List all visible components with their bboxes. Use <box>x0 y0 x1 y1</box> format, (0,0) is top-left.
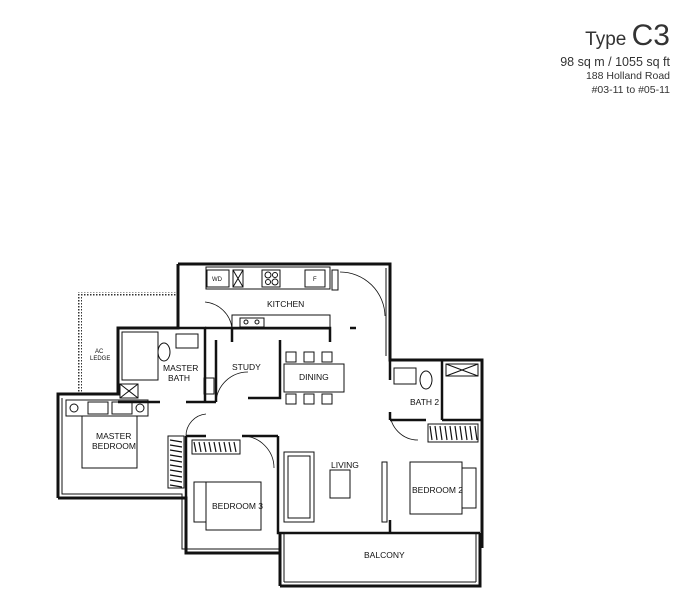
hanger-mark <box>169 459 183 463</box>
master-bedroom-label-1: MASTER <box>96 431 131 441</box>
hanger-mark <box>169 449 183 453</box>
bedroom3-furniture <box>191 439 262 531</box>
study-label: STUDY <box>232 362 261 372</box>
outer-walls <box>56 262 484 588</box>
hanger-mark <box>208 441 212 453</box>
hanger-mark <box>454 425 458 441</box>
hanger-mark <box>459 425 463 441</box>
balcony-label: BALCONY <box>364 550 405 560</box>
hanger-mark <box>223 441 227 453</box>
hanger-mark <box>464 425 468 441</box>
hanger-mark <box>228 441 232 453</box>
hanger-mark <box>444 425 448 441</box>
dining-set <box>283 351 345 405</box>
hanger-mark <box>233 441 237 453</box>
hanger-mark <box>474 425 478 441</box>
hanger-mark <box>169 464 183 468</box>
fridge-label: F <box>313 277 317 283</box>
ac-ledge-label-2: LEDGE <box>90 356 110 362</box>
living-label: LIVING <box>331 460 359 470</box>
kitchen-label: KITCHEN <box>267 299 304 309</box>
hanger-mark <box>169 469 183 473</box>
hanger-mark <box>203 441 207 453</box>
type-prefix: Type <box>585 29 627 50</box>
hanger-mark <box>429 425 433 441</box>
unit-type: Type C3 <box>560 19 670 54</box>
dining-label: DINING <box>299 372 329 382</box>
door-swings <box>185 268 419 469</box>
master-bath-fixtures <box>119 331 215 399</box>
hanger-mark <box>169 474 183 478</box>
master-bath-label-2: BATH <box>168 373 190 383</box>
washer-label: WD <box>212 277 223 283</box>
master-bedroom-label-2: BEDROOM <box>92 441 136 451</box>
type-code: C3 <box>631 19 670 52</box>
bedroom2-wardrobe <box>429 425 478 441</box>
hanger-mark <box>193 441 197 453</box>
master-wardrobe <box>169 439 183 488</box>
living-furniture <box>283 451 388 523</box>
room-labels: KITCHEN AC LEDGE MASTER BATH STUDY DININ… <box>90 299 463 560</box>
unit-address: 188 Holland Road <box>585 70 670 82</box>
ac-ledge <box>78 292 178 394</box>
bath2-fixtures <box>393 363 479 390</box>
hanger-mark <box>218 441 222 453</box>
outer-thin-lines <box>61 268 477 583</box>
master-bath-label-1: MASTER <box>163 363 198 373</box>
bedroom3-wardrobe <box>193 441 237 453</box>
hanger-mark <box>449 425 453 441</box>
appliance-labels: WD F <box>212 277 317 283</box>
plan-header: Type C3 98 sq m / 1055 sq ft 188 Holland… <box>560 19 670 97</box>
hanger-mark <box>469 425 473 441</box>
hanger-mark <box>198 441 202 453</box>
hanger-mark <box>439 425 443 441</box>
bedroom3-label: BEDROOM 3 <box>212 501 263 511</box>
hanger-mark <box>169 454 183 458</box>
bedroom2-furniture <box>409 423 479 515</box>
hanger-mark <box>213 441 217 453</box>
kitchen-fittings <box>205 266 339 330</box>
master-bedroom-furniture <box>65 399 185 489</box>
hanger-mark <box>169 439 183 443</box>
hanger-mark <box>434 425 438 441</box>
hanger-mark <box>169 444 183 448</box>
bedroom2-label: BEDROOM 2 <box>412 485 463 495</box>
ac-ledge-label-1: AC <box>95 349 104 355</box>
unit-range: #03-11 to #05-11 <box>591 84 670 96</box>
hanger-mark <box>169 484 183 488</box>
unit-area: 98 sq m / 1055 sq ft <box>560 55 670 69</box>
bath2-label: BATH 2 <box>410 397 439 407</box>
hanger-mark <box>169 479 183 483</box>
